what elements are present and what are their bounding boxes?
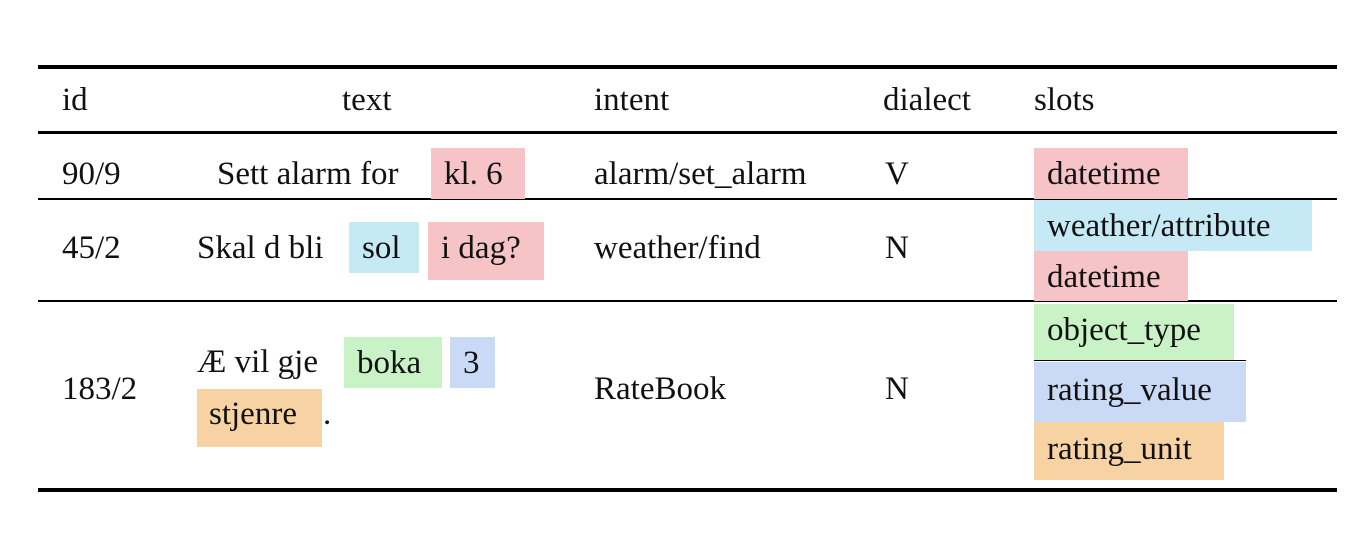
- row-text: Sett alarm for: [217, 156, 399, 192]
- slot-tag-rating-value: rating_value: [1034, 362, 1246, 422]
- text-span-datetime: i dag?: [428, 222, 544, 280]
- text-span-rating-unit: stjenre: [197, 389, 322, 447]
- row-id: 183/2: [62, 371, 138, 407]
- row-dialect: V: [885, 156, 909, 192]
- text-span-label: kl. 6: [444, 156, 503, 192]
- header-text: text: [342, 82, 392, 118]
- slot-tag-rating-unit: rating_unit: [1034, 422, 1224, 480]
- slot-tag-label: datetime: [1047, 259, 1161, 295]
- text-span-label: boka: [357, 345, 422, 381]
- text-span-weather-attribute: sol: [349, 222, 419, 273]
- header-id: id: [62, 82, 88, 118]
- slot-tag-label: rating_unit: [1047, 431, 1192, 467]
- header-rule: [38, 131, 1337, 134]
- slot-tag-object-type: object_type: [1034, 304, 1234, 360]
- slot-tag-label: datetime: [1047, 156, 1161, 192]
- header-slots: slots: [1034, 82, 1095, 118]
- text-span-rating-value: 3: [450, 337, 495, 388]
- text-span-label: 3: [463, 345, 480, 381]
- row-dialect: N: [885, 230, 909, 266]
- slot-tag-label: weather/attribute: [1047, 208, 1271, 244]
- row-intent: alarm/set_alarm: [594, 156, 807, 192]
- text-span-object-type: boka: [344, 337, 442, 388]
- slot-tag-datetime: datetime: [1034, 251, 1188, 301]
- header-intent: intent: [594, 82, 670, 118]
- slot-tag-datetime: datetime: [1034, 148, 1188, 199]
- row-text: Æ vil gje: [197, 344, 318, 380]
- row-text: Skal d bli: [197, 230, 324, 266]
- slot-divider: [1034, 360, 1246, 361]
- text-span-datetime: kl. 6: [431, 148, 525, 199]
- row-dialect: N: [885, 371, 909, 407]
- row-divider: [38, 300, 1337, 302]
- text-tail-period: .: [323, 396, 332, 432]
- top-rule: [38, 65, 1337, 69]
- row-id: 90/9: [62, 156, 121, 192]
- text-span-label: i dag?: [441, 230, 521, 266]
- bottom-rule: [38, 488, 1337, 492]
- row-intent: weather/find: [594, 230, 761, 266]
- slot-tag-label: object_type: [1047, 312, 1201, 348]
- text-span-label: sol: [362, 230, 401, 266]
- slot-tag-label: rating_value: [1047, 372, 1212, 408]
- text-span-label: stjenre: [209, 396, 297, 432]
- slot-tag-weather-attribute: weather/attribute: [1034, 200, 1312, 251]
- row-intent: RateBook: [594, 371, 726, 407]
- row-divider: [38, 198, 1337, 200]
- header-dialect: dialect: [883, 82, 971, 118]
- row-id: 45/2: [62, 230, 121, 266]
